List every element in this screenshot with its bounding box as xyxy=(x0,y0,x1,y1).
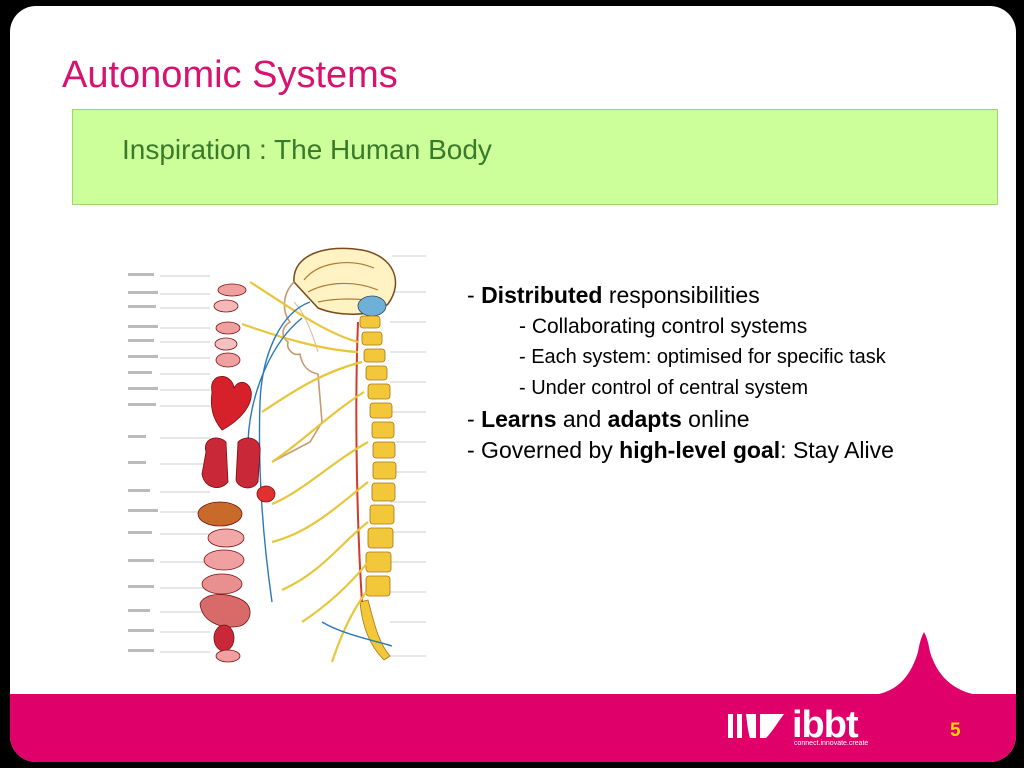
bullet-text: - Governed by xyxy=(467,437,620,463)
bullet-bold-distributed: Distributed xyxy=(481,282,603,308)
subtitle-box: Inspiration : The Human Body xyxy=(72,109,998,205)
bullet-dash: - xyxy=(467,406,482,432)
logo-wordmark: ibbt xyxy=(792,704,859,746)
page-number: 5 xyxy=(950,720,961,741)
logo-tagline: connect.innovate.create xyxy=(794,740,869,747)
bullet-bold-adapts: adapts xyxy=(607,406,682,432)
bullet-distributed: - Distributed responsibilities xyxy=(467,280,1007,311)
bullet-bold-goal: high-level goal xyxy=(619,437,781,463)
bullet-text: online xyxy=(681,406,750,432)
slide-card: Autonomic Systems Inspiration : The Huma… xyxy=(10,6,1016,762)
bullet-list: - Distributed responsibilities - Collabo… xyxy=(467,280,1007,466)
sub-bullet-central-control: - Under control of central system xyxy=(519,377,808,399)
bullet-text: and xyxy=(556,406,608,432)
bullet-governed: - Governed by high-level goal: Stay Aliv… xyxy=(467,435,1007,466)
bullet-text: : Stay Alive xyxy=(780,437,894,463)
footer-curve xyxy=(866,632,986,696)
slide-title: Autonomic Systems xyxy=(62,54,398,96)
bullet-dash: - xyxy=(467,282,482,308)
nervous-system-illustration xyxy=(128,247,426,663)
slide-subtitle: Inspiration : The Human Body xyxy=(122,134,492,165)
bullet-text: responsibilities xyxy=(602,282,760,308)
logo-bars-icon xyxy=(728,714,784,738)
bullet-bold-learns: Learns xyxy=(481,406,557,432)
bullet-learns-adapts: - Learns and adapts online xyxy=(467,404,1007,435)
sub-bullet-optimised: - Each system: optimised for specific ta… xyxy=(519,346,886,368)
sub-bullet-collaborating: - Collaborating control systems xyxy=(519,315,808,338)
footer-bar xyxy=(10,694,1016,762)
